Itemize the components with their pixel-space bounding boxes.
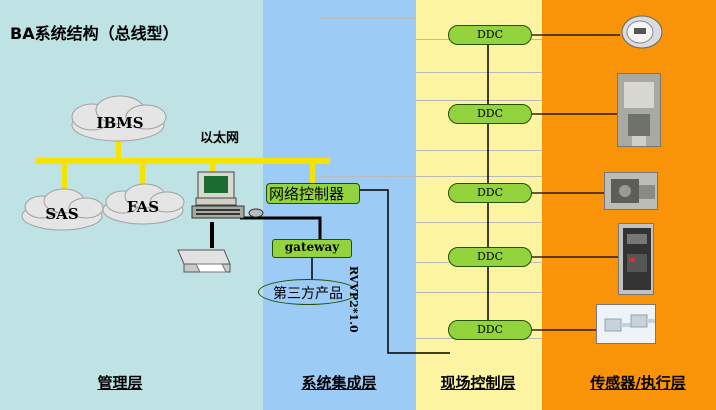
cloud-icon	[21, 188, 104, 231]
valve-actuator-icon	[617, 73, 661, 147]
network-controller-box	[266, 183, 360, 204]
ethernet-label: 以太网	[200, 131, 240, 146]
gateway-label: gateway	[284, 240, 340, 254]
management-layer-label: 管理层	[97, 374, 143, 392]
ethernet-drop-controller	[310, 162, 315, 184]
fas-label: FAS	[126, 198, 160, 216]
gateway-box	[272, 239, 352, 258]
ethernet-drop-sas	[62, 162, 67, 196]
grid-line	[320, 18, 416, 19]
field-bus-label: RVVP2*1.0	[347, 266, 360, 333]
system-integration-layer-band	[263, 0, 416, 410]
diagram-title: BA系统结构（总线型）	[10, 24, 179, 43]
grid-line	[416, 150, 542, 151]
cloud-icon	[71, 95, 167, 142]
field-control-layer-label: 现场控制层	[440, 374, 516, 392]
field-control-layer-band	[416, 0, 542, 410]
sensor-actuator-layer-label: 传感器/执行层	[590, 374, 686, 392]
third-party-product-label: 第三方产品	[273, 286, 343, 302]
grid-line	[416, 176, 542, 177]
grid-line	[416, 72, 542, 73]
ethernet-drop-fas	[140, 162, 145, 192]
ddc-controller: DDC	[448, 25, 532, 45]
grid-line	[416, 222, 542, 223]
grid-line	[416, 100, 542, 101]
third-party-product-ellipse	[258, 279, 358, 305]
grid-line	[416, 292, 542, 293]
ddc-controller: DDC	[448, 247, 532, 267]
ethernet-drop-workstation	[210, 162, 215, 178]
duct-sensor-icon	[596, 304, 656, 344]
control-cabinet-icon	[618, 223, 654, 295]
valve-actuator-icon	[604, 172, 658, 210]
grid-line	[320, 176, 416, 177]
ddc-controller: DDC	[448, 104, 532, 124]
ethernet-bus	[36, 158, 330, 164]
ddc-controller: DDC	[448, 183, 532, 203]
network-controller-label: 网络控制器	[269, 185, 345, 203]
sas-label: SAS	[45, 205, 79, 223]
system-integration-layer-label: 系统集成层	[301, 374, 377, 392]
cloud-icon	[102, 183, 185, 225]
ethernet-drop-ibms	[116, 138, 121, 160]
meter-icon	[620, 12, 664, 52]
ibms-label: IBMS	[96, 114, 144, 132]
ddc-controller: DDC	[448, 320, 532, 340]
